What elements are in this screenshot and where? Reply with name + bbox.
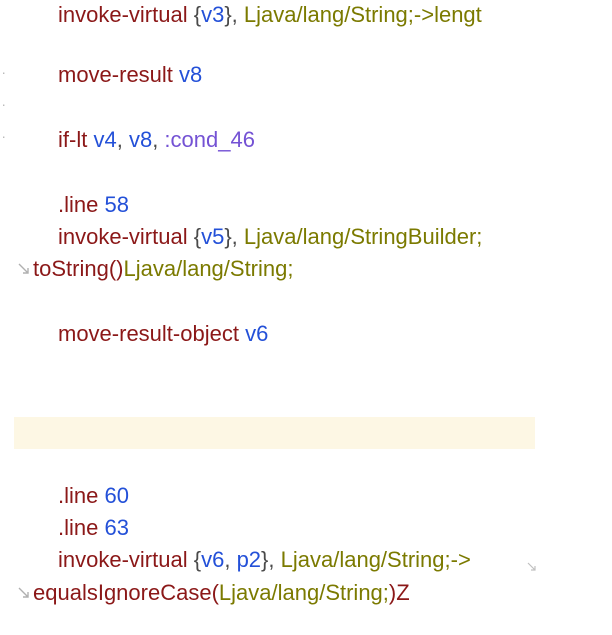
code-line-continuation[interactable]: equalsIgnoreCase(Ljava/lang/String;)Z [33,578,612,610]
line-number-value: 63 [104,515,129,540]
wrap-indicator-icon [16,586,32,600]
punctuation: { [187,547,202,572]
punctuation: , [224,547,237,572]
punctuation: , [116,127,129,152]
code-line[interactable]: move-result-object v6 [58,319,612,351]
code-line[interactable]: invoke-virtual {v5}, Ljava/lang/StringBu… [58,222,612,254]
instruction: invoke-virtual [58,547,188,572]
punctuation: }, [224,224,244,249]
code-line[interactable]: invoke-virtual {v6, p2}, Ljava/lang/Stri… [58,545,612,577]
gutter-mark: · [1,96,6,112]
wrap-end-icon [526,562,542,576]
register: v8 [128,127,153,152]
instruction: move-result-object [58,321,239,346]
register: v6 [201,547,225,572]
type-ref: Ljava/lang/String; [218,580,389,605]
method-name: equalsIgnoreCase( [33,580,219,605]
type-ref: Ljava/lang/StringBuilder; [243,224,483,249]
directive: .line [58,515,99,540]
punctuation: , [152,127,165,152]
register: v3 [201,2,225,27]
gutter-mark: · [1,128,6,144]
punctuation: }, [224,2,244,27]
type-ref: Ljava/lang/String;->lengt [243,2,482,27]
directive: .line [58,483,99,508]
branch-label: :cond_46 [164,127,255,152]
instruction: invoke-virtual [58,2,188,27]
type-ref: Ljava/lang/String;-> [280,547,471,572]
register: v8 [179,62,203,87]
code-line[interactable]: if-lt v4, v8, :cond_46 [58,125,612,157]
punctuation: { [187,2,202,27]
register: p2 [236,547,262,572]
instruction: invoke-virtual [58,224,188,249]
current-line-highlight [14,417,535,449]
instruction: move-result [58,62,173,87]
register: v6 [245,321,269,346]
code-line[interactable]: invoke-virtual {v3}, Ljava/lang/String;-… [58,0,612,32]
wrap-indicator-icon [16,262,32,276]
line-number-value: 60 [104,483,129,508]
code-line[interactable]: move-result v8 [58,60,612,92]
code-line[interactable]: .line 60 [58,481,612,513]
code-line[interactable]: .line 63 [58,513,612,545]
directive: .line [58,192,99,217]
return-type: )Z [388,580,410,605]
register: v4 [93,127,117,152]
method-name: toString() [33,256,124,281]
line-number-gutter: · · · [0,0,14,635]
type-ref: Ljava/lang/String; [123,256,294,281]
instruction: if-lt [58,127,88,152]
register: v5 [201,224,225,249]
punctuation: { [187,224,202,249]
code-line[interactable]: .line 58 [58,190,612,222]
code-line-continuation[interactable]: toString()Ljava/lang/String; [33,254,612,286]
gutter-mark: · [1,64,6,80]
punctuation: }, [261,547,281,572]
line-number-value: 58 [104,192,129,217]
